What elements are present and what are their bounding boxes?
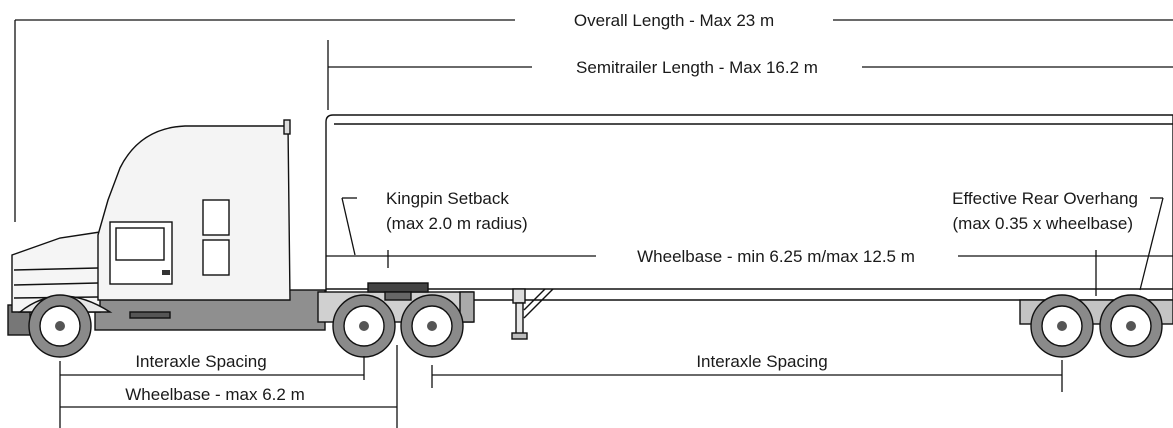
tractor-drive-wheel-1: [332, 294, 396, 358]
trailer-interaxle-label: Interaxle Spacing: [696, 352, 827, 371]
tractor: [7, 119, 475, 336]
tractor-steer-wheel: [28, 294, 92, 358]
semitrailer-length-label: Semitrailer Length - Max 16.2 m: [576, 58, 818, 77]
kingpin-setback-label-2: (max 2.0 m radius): [386, 214, 528, 233]
landing-gear: [511, 288, 554, 340]
sleeper-window-lower: [202, 239, 230, 276]
trailer-wheel-2: [1099, 294, 1163, 358]
tractor-drive-wheel-2: [400, 294, 464, 358]
tractor-interaxle-dimension: Interaxle Spacing: [59, 352, 365, 428]
trailer-box: [325, 114, 1173, 301]
sleeper-window-upper: [202, 199, 230, 236]
trailer-wheel-1: [1030, 294, 1094, 358]
overall-length-dimension: Overall Length - Max 23 m: [14, 11, 1173, 222]
tractor-wheelbase-dimension: Wheelbase - max 6.2 m: [60, 345, 398, 428]
semitrailer-length-dimension: Semitrailer Length - Max 16.2 m: [327, 40, 1173, 110]
kingpin-setback-callout: Kingpin Setback (max 2.0 m radius): [341, 189, 528, 256]
trailer-interaxle-dimension: Interaxle Spacing: [431, 352, 1063, 392]
overall-length-label: Overall Length - Max 23 m: [574, 11, 774, 30]
kingpin-setback-label-1: Kingpin Setback: [386, 189, 509, 208]
rear-overhang-label-1: Effective Rear Overhang: [952, 189, 1138, 208]
fifth-wheel: [367, 282, 429, 293]
cab-window: [115, 227, 165, 261]
tractor-wheelbase-label: Wheelbase - max 6.2 m: [125, 385, 305, 404]
tractor-interaxle-label: Interaxle Spacing: [135, 352, 266, 371]
wheels: [28, 294, 1163, 358]
trailer-wheelbase-label: Wheelbase - min 6.25 m/max 12.5 m: [637, 247, 915, 266]
rear-overhang-callout: Effective Rear Overhang (max 0.35 x whee…: [952, 189, 1164, 291]
rear-overhang-label-2: (max 0.35 x wheelbase): [953, 214, 1133, 233]
trailer-wheelbase-dimension: Wheelbase - min 6.25 m/max 12.5 m: [326, 247, 1173, 296]
